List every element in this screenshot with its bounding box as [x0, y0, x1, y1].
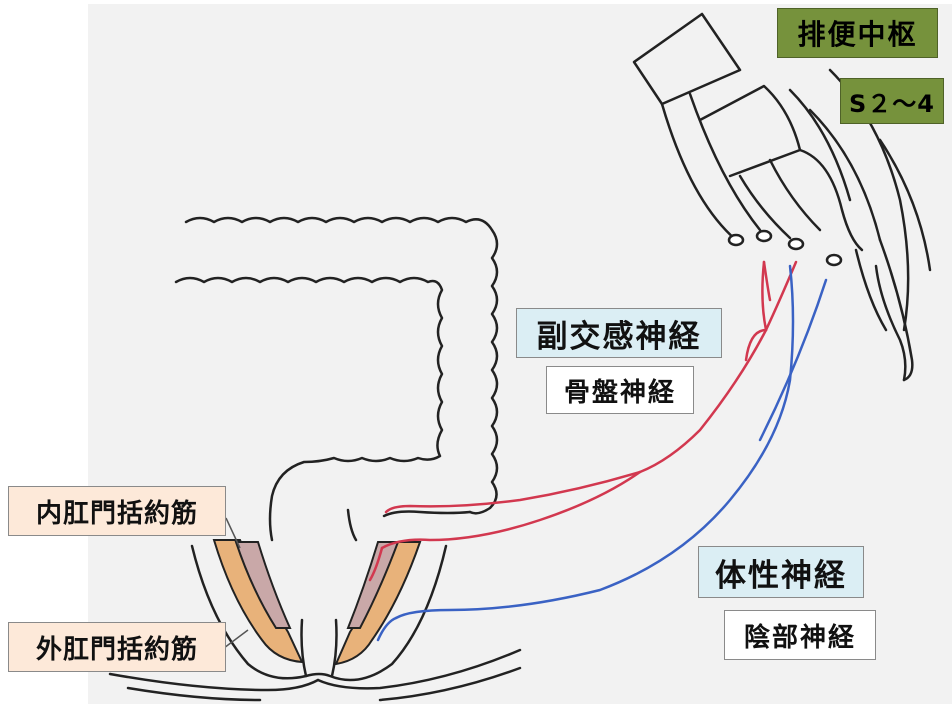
pudendal-nerve-path: [376, 264, 828, 642]
internal-anal-sphincter-label: 内肛門括約筋: [8, 486, 226, 536]
sphincter-pointer-lines: [223, 517, 249, 649]
somatic-nerve-label: 体性神経: [698, 546, 864, 598]
anal-canal-drawing: [108, 539, 522, 702]
colon-drawing: [174, 216, 499, 542]
parasympathetic-nerve-label: 副交感神経: [516, 308, 722, 358]
sacral-segment-label: S２～4: [840, 78, 944, 124]
pelvic-nerve-label: 骨盤神経: [546, 366, 694, 414]
pelvic-nerve-path: [368, 260, 798, 582]
defecation-center-label: 排便中枢: [777, 8, 938, 58]
external-anal-sphincter-label: 外肛門括約筋: [8, 622, 226, 672]
pudendal-nerve-label: 陰部神経: [724, 610, 876, 660]
